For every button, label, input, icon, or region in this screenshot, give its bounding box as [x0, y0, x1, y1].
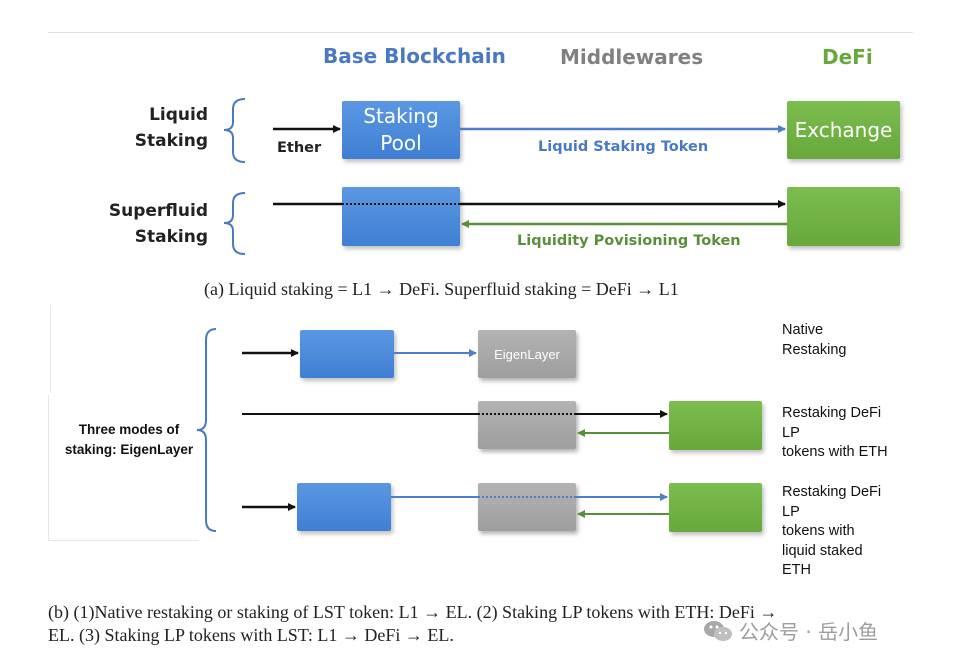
header-middlewares: Middlewares — [560, 45, 704, 69]
top-divider — [48, 32, 913, 33]
eigenlayer-box: EigenLayer — [478, 330, 576, 378]
row-label-superfluid-staking: Superfluid Staking — [108, 201, 208, 247]
superfluid-base-box — [342, 187, 460, 246]
row-label-liquid-staking: Liquid Staking — [134, 105, 208, 151]
exchange-box: Exchange — [787, 101, 900, 159]
ether-label: Ether — [277, 140, 322, 156]
brace-liquid — [223, 98, 246, 163]
superfluid-defi-box — [787, 187, 900, 246]
modes-label-box — [48, 395, 199, 541]
restaking-defi-lst-desc: Restaking DeFi LP tokens with liquid sta… — [782, 484, 882, 578]
header-defi: DeFi — [822, 45, 873, 69]
header-base-blockchain: Base Blockchain — [323, 44, 506, 68]
brace-superfluid — [223, 192, 246, 255]
lst-base-box — [297, 483, 391, 531]
watermark-text: 公众号 · 岳小鱼 — [739, 620, 879, 644]
panel-b-frame — [50, 305, 51, 393]
restaking-defi-eth-desc: Restaking DeFi LP tokens with ETH — [782, 405, 888, 460]
liquidity-provisioning-token-label: Liquidity Povisioning Token — [517, 233, 741, 249]
wechat-icon — [704, 620, 732, 641]
lst-eigenlayer-box — [478, 483, 576, 531]
caption-b-line1: (b) (1)Native restaking or staking of LS… — [48, 602, 778, 622]
staking-pool-box: Staking Pool — [342, 101, 460, 159]
native-restaking-desc: Native Restaking — [782, 322, 847, 358]
lst-defi-box — [669, 483, 762, 532]
eth-lp-defi-box — [669, 401, 762, 450]
liquid-staking-token-label: Liquid Staking Token — [538, 139, 709, 155]
eth-lp-eigenlayer-box — [478, 401, 576, 449]
native-base-box — [300, 330, 394, 378]
caption-a: (a) Liquid staking = L1 → DeFi. Superflu… — [204, 279, 679, 299]
modes-label: Three modes of staking: EigenLayer — [64, 422, 194, 457]
watermark: 公众号 · 岳小鱼 — [703, 616, 878, 645]
caption-b-line2: EL. (3) Staking LP tokens with LST: L1 →… — [48, 625, 454, 645]
brace-eigenlayer — [196, 328, 217, 532]
